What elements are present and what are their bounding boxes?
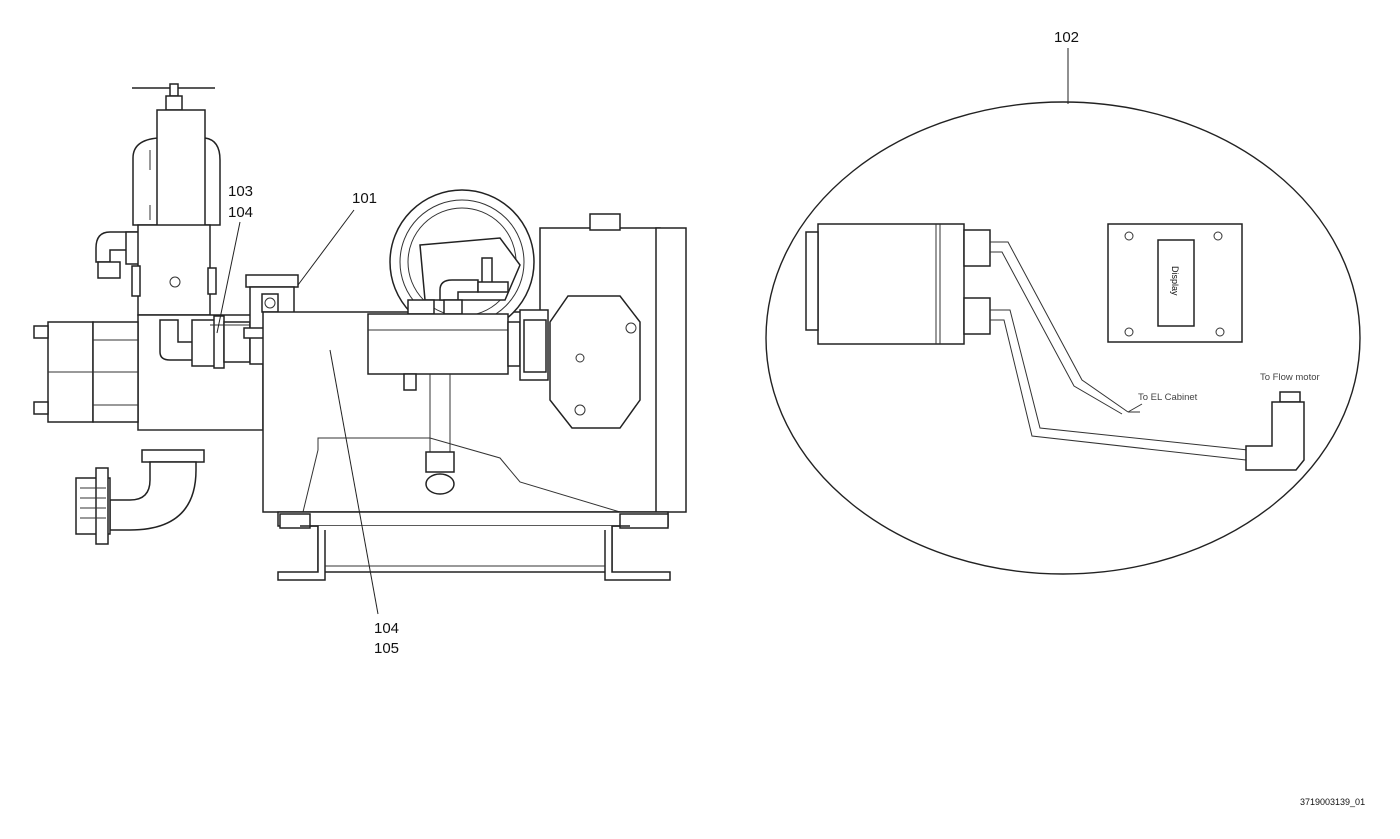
leader-lines	[216, 48, 1069, 615]
pump-assembly	[33, 83, 687, 581]
outlet-elbow	[75, 449, 205, 545]
figure-reference: 3719003139_01	[1300, 797, 1365, 807]
callout-103: 103	[228, 183, 253, 200]
left-elbow-fitting	[95, 231, 141, 279]
base-frame	[277, 511, 671, 581]
display-unit: Display	[1107, 223, 1243, 343]
flow-motor-connector	[1245, 391, 1305, 471]
valve-handwheel	[132, 83, 215, 111]
valve-bonnet	[132, 109, 221, 229]
left-cylinder	[33, 321, 139, 423]
to-flow-motor-label: To Flow motor	[1260, 372, 1320, 383]
directional-valve	[367, 313, 509, 375]
callout-101: 101	[352, 190, 377, 207]
callout-105: 105	[374, 640, 399, 657]
callout-104-bottom: 104	[374, 620, 399, 637]
motor-disc	[389, 189, 535, 335]
mounting-plate	[549, 295, 641, 429]
drain-fitting	[425, 374, 455, 495]
detail-circle	[765, 101, 1361, 575]
flow-sensor	[805, 223, 991, 345]
display-label: Display	[1170, 266, 1180, 296]
cables	[990, 241, 1249, 461]
valve-block	[137, 224, 211, 316]
callout-102: 102	[1054, 29, 1079, 46]
right-fitting	[507, 309, 549, 381]
to-el-cabinet-label: To EL Cabinet	[1138, 392, 1198, 403]
detail-view: Display To EL Cabinet To Flow motor	[765, 101, 1361, 575]
callout-104-top: 104	[228, 204, 253, 221]
